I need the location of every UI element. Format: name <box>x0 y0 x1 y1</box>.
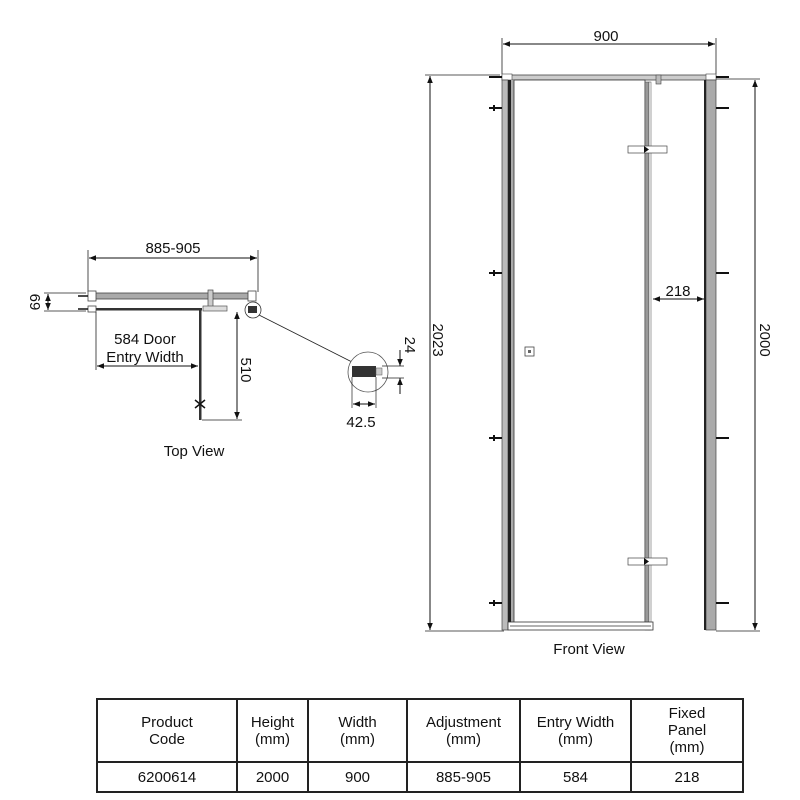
detail-width-label: 42.5 <box>346 414 375 431</box>
right-fixed-profile <box>705 79 717 631</box>
fixed-panel-plan <box>93 292 252 300</box>
top-view-title: Top View <box>164 443 225 460</box>
adjustment-dimension-label: 885-905 <box>145 240 200 257</box>
fixed-panel-dimension-label: 218 <box>665 283 690 300</box>
header-height: Height (mm) <box>236 698 309 763</box>
header-fixed-panel: Fixed Panel (mm) <box>630 698 744 763</box>
cell-width: 900 <box>307 761 408 793</box>
hinge-top <box>627 145 668 154</box>
door-swing-dimension-label: 510 <box>237 357 254 382</box>
spec-table: Product Code Height (mm) Width (mm) Adju… <box>96 698 744 793</box>
front-view: 900 2023 2000 <box>425 28 773 658</box>
table-row: 6200614 2000 900 885-905 584 218 <box>96 761 744 793</box>
header-adjustment: Adjustment (mm) <box>406 698 521 763</box>
door-plan <box>96 308 202 311</box>
height-dimension-label: 2000 <box>756 323 773 356</box>
cell-entry-width: 584 <box>519 761 632 793</box>
detail-height-label: 24 <box>401 337 418 354</box>
top-view: 885-905 69 584 Door Entry Width 510 <box>26 240 418 460</box>
entry-width-label-line1: 584 Door <box>114 331 176 348</box>
cell-height: 2000 <box>236 761 309 793</box>
cell-fixed-panel: 218 <box>630 761 744 793</box>
top-rail <box>501 74 717 81</box>
header-product-code: Product Code <box>96 698 238 763</box>
wall-fixings <box>489 76 729 606</box>
hinge-bottom <box>627 557 668 566</box>
front-view-title: Front View <box>553 641 625 658</box>
cell-product-code: 6200614 <box>96 761 238 793</box>
header-entry-width: Entry Width (mm) <box>519 698 632 763</box>
door-swing-plan <box>199 310 202 420</box>
cell-adjustment: 885-905 <box>406 761 521 793</box>
width-dimension-label: 900 <box>593 28 618 45</box>
overall-height-label: 2023 <box>429 323 446 356</box>
table-header-row: Product Code Height (mm) Width (mm) Adju… <box>96 698 744 763</box>
detail-magnified: 24 42.5 <box>346 337 418 431</box>
header-width: Width (mm) <box>307 698 408 763</box>
entry-width-label-line2: Entry Width <box>106 349 184 366</box>
depth-dimension-label: 69 <box>26 294 43 311</box>
left-wall-profile <box>501 79 509 631</box>
